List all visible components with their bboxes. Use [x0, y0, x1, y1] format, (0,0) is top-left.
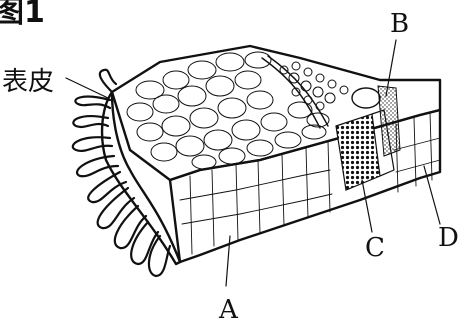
label-B: B	[390, 9, 409, 39]
front-face-cells	[180, 112, 440, 254]
label-epidermis: 表皮	[2, 67, 54, 97]
label-A: A	[218, 295, 239, 325]
xylem-strip	[336, 114, 380, 190]
root-hairs	[73, 70, 170, 276]
label-D: D	[438, 223, 459, 253]
endodermis-arc	[262, 58, 320, 128]
front-face	[170, 110, 440, 262]
figure-title: 图1	[0, 0, 45, 30]
leader-C	[362, 180, 372, 232]
label-C: C	[365, 233, 385, 263]
large-vessel	[352, 88, 380, 108]
